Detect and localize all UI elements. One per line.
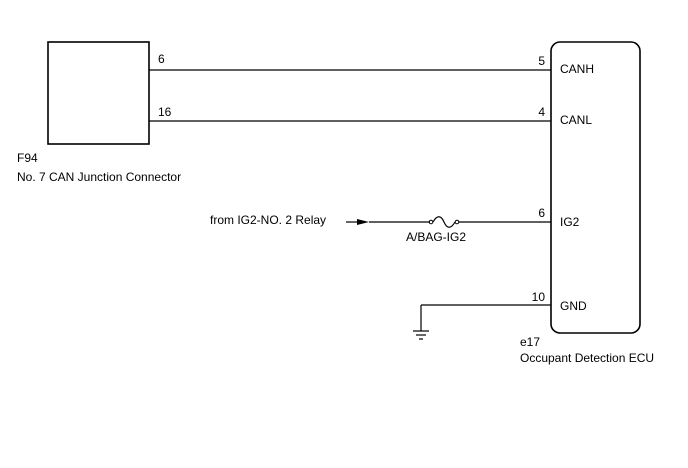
connector-name: No. 7 CAN Junction Connector <box>17 170 181 184</box>
ecu-name: Occupant Detection ECU <box>520 351 654 365</box>
connector-code: F94 <box>17 151 38 165</box>
ecu-pin-canl-number: 4 <box>538 105 545 119</box>
connector-pin-bottom: 16 <box>158 105 172 119</box>
ecu-pin-canh-number: 5 <box>538 54 545 68</box>
ecu-pin-canh-label: CANH <box>560 62 594 76</box>
ground-icon <box>413 330 429 340</box>
ecu-pin-ig2-number: 6 <box>538 206 545 220</box>
connector-pin-top: 6 <box>158 52 165 66</box>
occupant-detection-ecu-box <box>550 41 641 334</box>
fuse-label: A/BAG-IG2 <box>406 230 466 244</box>
can-junction-connector-box <box>47 41 150 145</box>
ecu-pin-canl-label: CANL <box>560 113 592 127</box>
ecu-pin-gnd-label: GND <box>560 299 587 313</box>
fuse-icon <box>428 216 460 228</box>
ig2-arrow-icon <box>357 219 369 225</box>
ecu-pin-ig2-label: IG2 <box>560 215 580 229</box>
power-source-label: from IG2-NO. 2 Relay <box>210 213 326 227</box>
ecu-code: e17 <box>520 335 540 349</box>
ecu-pin-gnd-number: 10 <box>532 290 546 304</box>
